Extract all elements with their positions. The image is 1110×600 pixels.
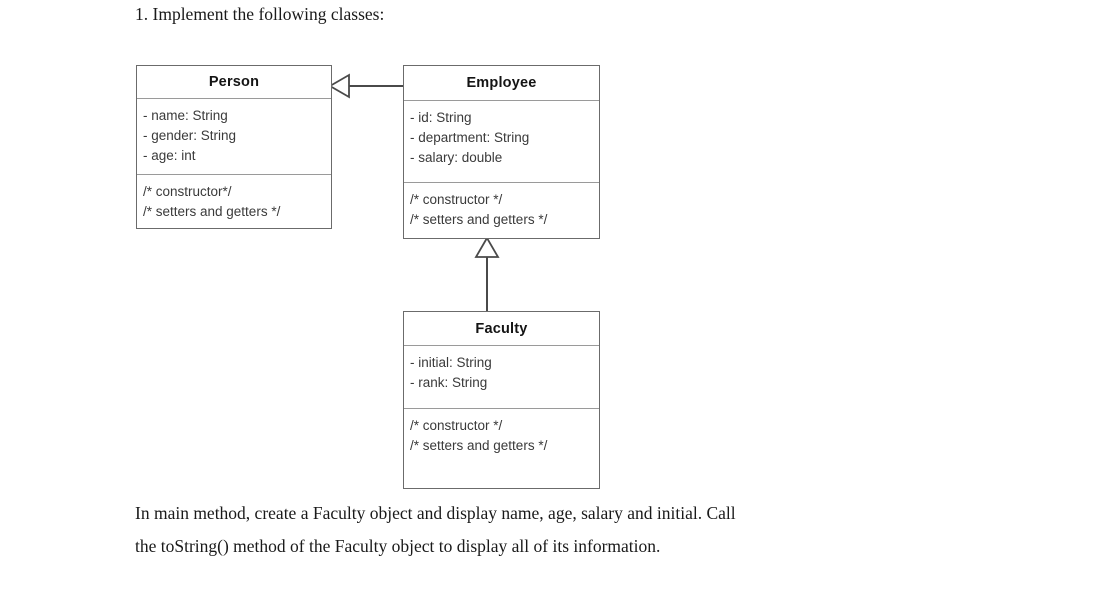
- page-heading: 1. Implement the following classes:: [135, 4, 385, 24]
- hollow-triangle-arrowhead-icon: [328, 73, 350, 99]
- method-row: /* constructor */: [410, 418, 503, 433]
- methods-compartment-employee: /* constructor */ /* setters and getters…: [404, 183, 599, 236]
- class-name-faculty: Faculty: [404, 312, 599, 346]
- attributes-compartment-faculty: - initial: String - rank: String: [404, 346, 599, 409]
- attribute-row: - id: String: [410, 110, 472, 125]
- hollow-triangle-arrowhead-icon: [474, 236, 500, 258]
- generalization-arrow-faculty-to-employee: [470, 236, 504, 316]
- attribute-row: - gender: String: [143, 127, 237, 143]
- attributes-compartment-person: - name: String - gender: String - age: i…: [137, 99, 331, 175]
- attribute-row: - initial: String: [410, 355, 492, 370]
- attribute-row: - salary: double: [410, 150, 503, 165]
- generalization-arrow-employee-to-person: [328, 70, 408, 104]
- attribute-row: - name: String: [143, 107, 228, 123]
- method-row: /* setters and getters */: [410, 438, 548, 453]
- methods-compartment-faculty: /* constructor */ /* setters and getters…: [404, 409, 599, 462]
- attributes-compartment-employee: - id: String - department: String - sala…: [404, 101, 599, 183]
- method-row: /* setters and getters */: [143, 204, 281, 219]
- uml-class-employee: Employee - id: String - department: Stri…: [403, 65, 600, 239]
- closing-paragraph: In main method, create a Faculty object …: [135, 497, 965, 563]
- method-row: /* constructor*/: [143, 184, 232, 199]
- closing-paragraph-line-2: the toString() method of the Faculty obj…: [135, 536, 661, 556]
- class-name-person: Person: [137, 66, 331, 99]
- method-row: /* constructor */: [410, 192, 503, 207]
- uml-class-person: Person - name: String - gender: String -…: [136, 65, 332, 229]
- closing-paragraph-line-1: In main method, create a Faculty object …: [135, 503, 736, 523]
- attribute-row: - rank: String: [410, 375, 488, 390]
- uml-class-faculty: Faculty - initial: String - rank: String…: [403, 311, 600, 489]
- attribute-row: - department: String: [410, 130, 530, 145]
- method-row: /* setters and getters */: [410, 212, 548, 227]
- class-name-employee: Employee: [404, 66, 599, 101]
- attribute-row: - age: int: [143, 147, 196, 163]
- methods-compartment-person: /* constructor*/ /* setters and getters …: [137, 175, 331, 228]
